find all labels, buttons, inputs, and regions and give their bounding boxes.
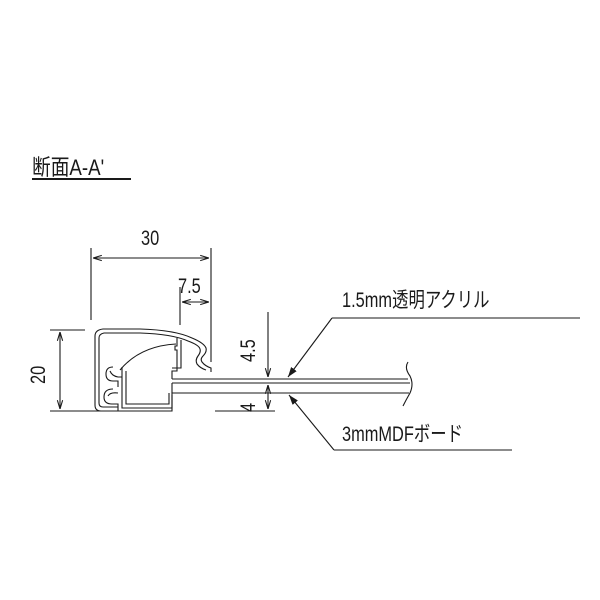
title-underline (32, 178, 131, 180)
dim-label-4: 4 (237, 402, 260, 412)
callout-board: 3mmMDFボード (342, 423, 464, 446)
dim-label-7-5: 7.5 (178, 275, 201, 298)
leader-board (288, 394, 335, 451)
break-line (402, 361, 413, 407)
dim-label-20: 20 (27, 365, 50, 384)
frame-outer-top (94, 328, 212, 372)
callout-acrylic: 1.5mm透明アクリル (342, 289, 490, 312)
dim-label-30: 30 (141, 227, 160, 250)
leader-acrylic (287, 317, 333, 378)
section-title: 断面A-A' (32, 155, 105, 180)
dim-label-4-5: 4.5 (237, 339, 260, 362)
